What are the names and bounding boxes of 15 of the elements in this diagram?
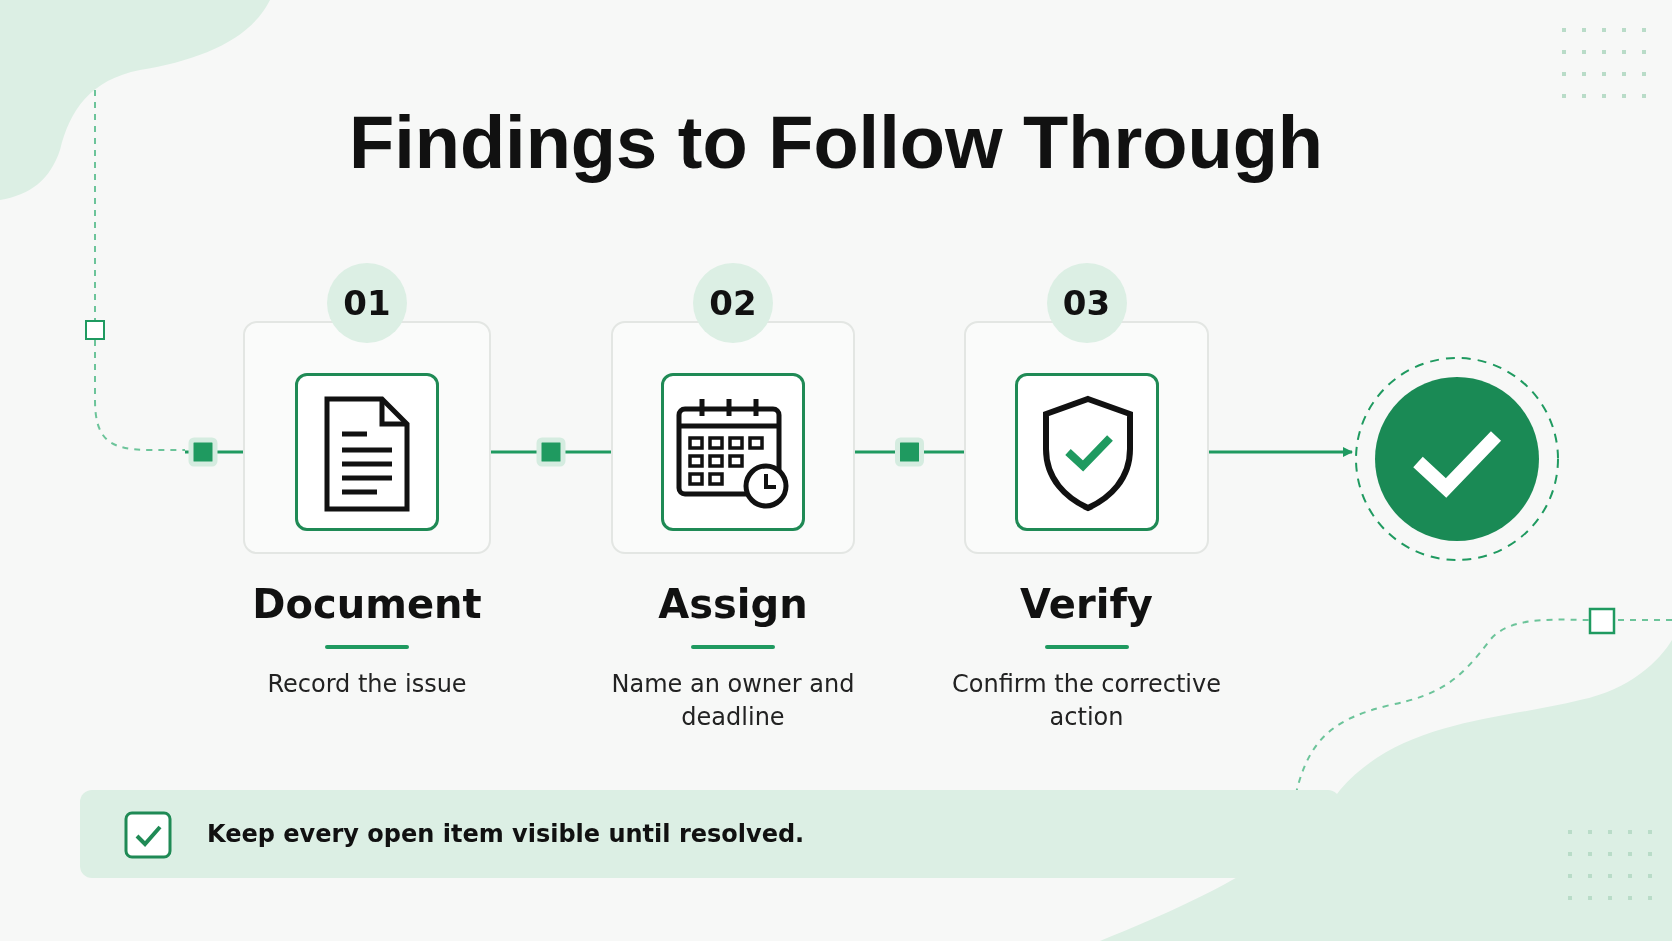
- note-text: Keep every open item visible until resolved.: [207, 820, 805, 848]
- step-title: Document: [251, 581, 483, 627]
- step-description: Name an owner and deadline: [610, 669, 856, 733]
- step-number: 03: [1046, 263, 1127, 343]
- step-description: Confirm the corrective action: [951, 669, 1222, 733]
- connector-line: [855, 450, 964, 454]
- check-circle: [1354, 356, 1560, 562]
- step-title: Assign: [657, 581, 809, 627]
- step-number: 02: [693, 263, 773, 343]
- step-title: Verify: [1019, 581, 1154, 627]
- arrow: [1209, 447, 1353, 457]
- step-description: Record the issue: [266, 669, 468, 700]
- connector-line: [491, 450, 611, 454]
- title: Findings to Follow Through: [347, 100, 1325, 185]
- step-number: 01: [327, 263, 407, 343]
